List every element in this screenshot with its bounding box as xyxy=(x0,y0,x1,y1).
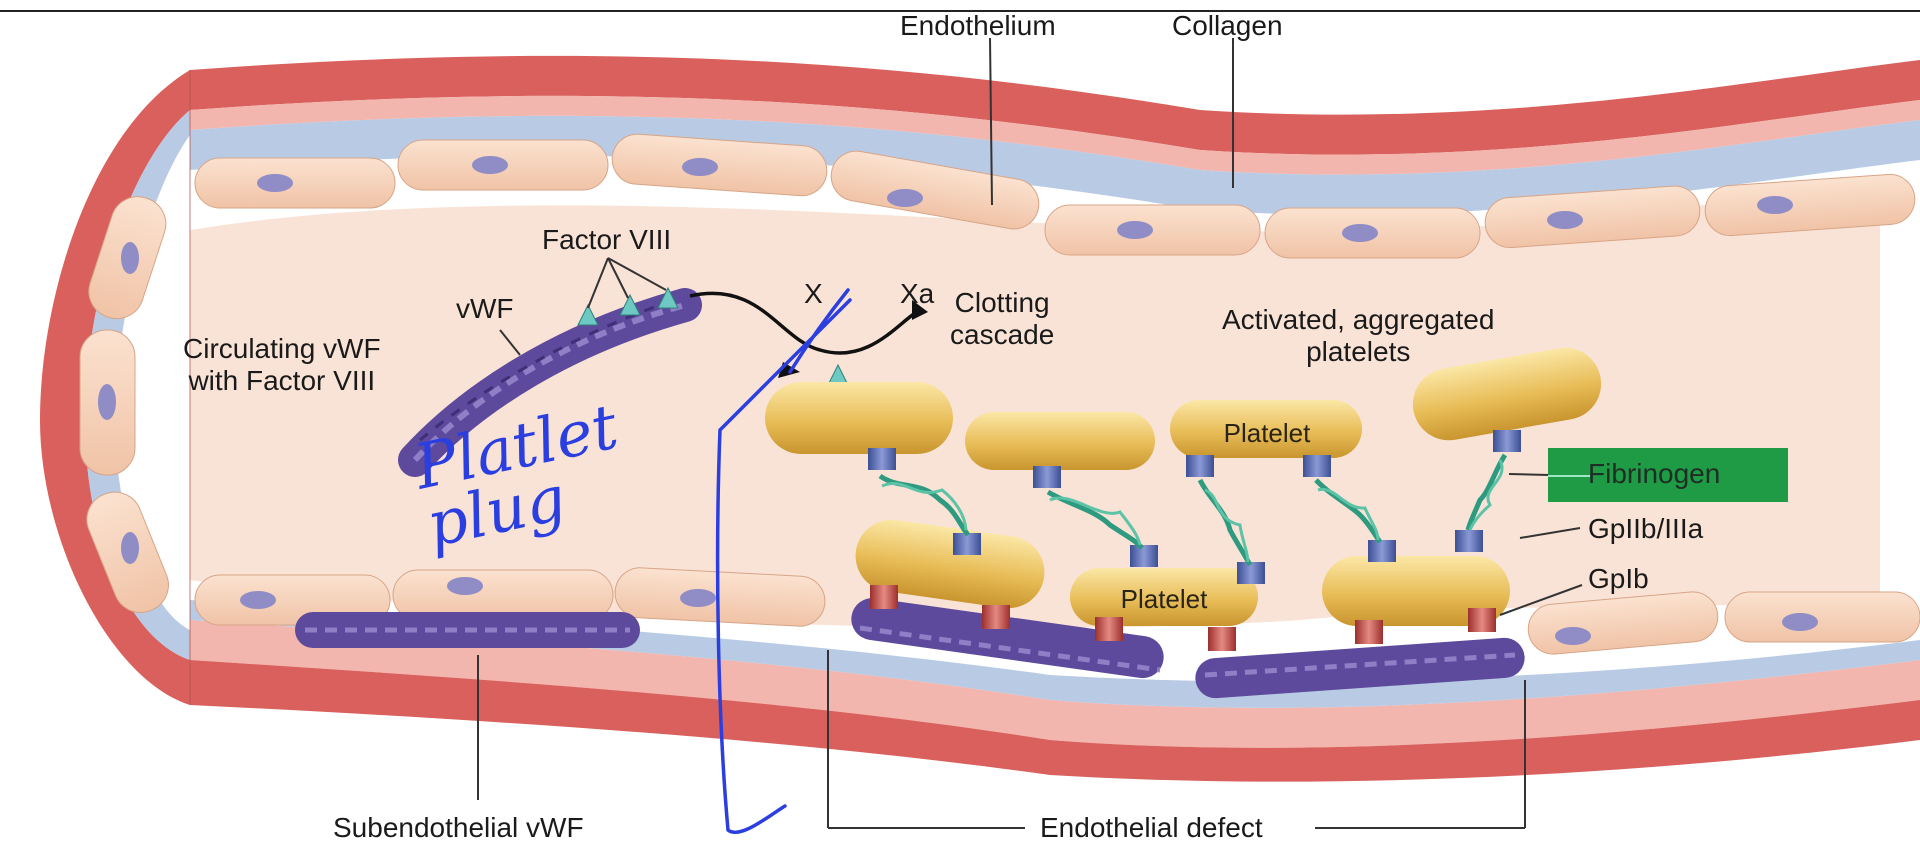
fibrinogen-label: Fibrinogen xyxy=(1588,458,1720,490)
nucleus xyxy=(887,189,923,207)
gpib-label: GpIb xyxy=(1588,563,1649,595)
vwf-label: vWF xyxy=(456,293,514,325)
platelet-label-bottom: Platelet xyxy=(1070,584,1258,615)
factor-xa-label: Xa xyxy=(900,278,934,310)
endothelium-label: Endothelium xyxy=(900,10,1056,42)
nucleus xyxy=(682,158,718,176)
factor-viii-label: Factor VIII xyxy=(542,224,671,256)
nucleus xyxy=(472,156,508,174)
platelet xyxy=(965,412,1155,470)
circulating-vwf-label: Circulating vWF with Factor VIII xyxy=(183,333,381,397)
activated-platelets-label: Activated, aggregated platelets xyxy=(1222,304,1494,368)
gpiib-iiia-label: GpIIb/IIIa xyxy=(1588,513,1703,545)
nucleus xyxy=(1117,221,1153,239)
nucleus xyxy=(1757,196,1793,214)
nucleus xyxy=(257,174,293,192)
factor-x-label: X xyxy=(804,278,823,310)
platelet xyxy=(765,382,953,454)
clotting-cascade-label: Clotting cascade xyxy=(950,287,1054,351)
subendothelial-vwf-label: Subendothelial vWF xyxy=(333,812,584,844)
nucleus xyxy=(1547,211,1583,229)
collagen-label: Collagen xyxy=(1172,10,1283,42)
nucleus xyxy=(1342,224,1378,242)
endothelial-defect-label: Endothelial defect xyxy=(1040,812,1263,844)
platelet-label-top: Platelet xyxy=(1172,418,1362,449)
